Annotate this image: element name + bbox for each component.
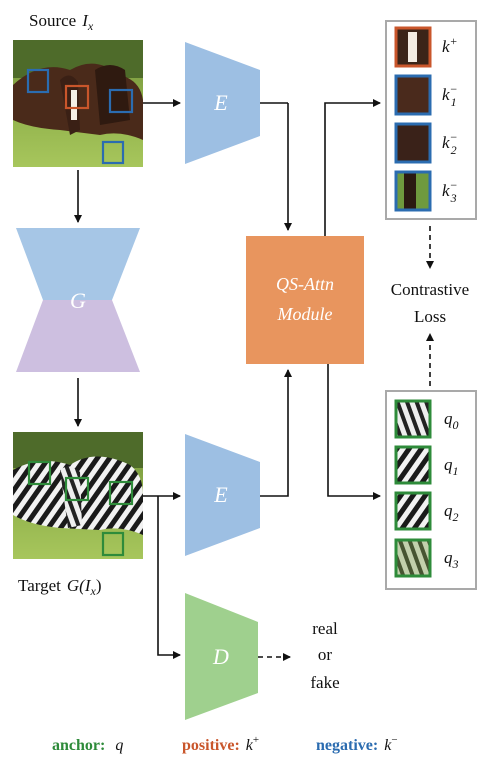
target-anchor-box-2: [64, 476, 90, 502]
qs-attn-line1: QS-Attn: [276, 274, 334, 294]
contrastive-loss-line1: Contrastive: [391, 280, 469, 299]
query-patch-1: [394, 445, 432, 485]
target-anchor-box-3: [108, 480, 134, 506]
source-negative-box-2: [108, 88, 134, 114]
arrow-target-to-discriminator: [157, 496, 181, 659]
generator-bottom: [16, 300, 140, 372]
arrows: [74, 99, 434, 661]
legend-positive: positive:k+: [182, 734, 259, 754]
arrow-encoder-bottom-to-module: [260, 369, 292, 497]
legend-anchor: anchor:q: [52, 737, 123, 754]
qs-attn-line2: Module: [277, 304, 333, 324]
source-negative-box-1: [26, 68, 50, 94]
key-patch-negative-2: [394, 122, 432, 164]
discriminator-label: D: [212, 644, 229, 669]
query-patch-3: [394, 538, 432, 578]
key-label-negative-1: k−1: [442, 82, 458, 109]
query-label-0: q0: [444, 409, 459, 432]
key-label-positive: k+: [442, 34, 458, 56]
key-patch-positive: [394, 26, 432, 68]
qs-attn-module: [246, 236, 364, 364]
arrow-module-to-keys: [324, 99, 381, 236]
generator-top: [16, 228, 140, 300]
encoder-top: [185, 42, 260, 164]
key-label-negative-2: k−2: [442, 130, 458, 157]
contrastive-loss-line2: Loss: [414, 307, 446, 326]
key-label-negative-3: k−3: [442, 178, 458, 205]
query-patch-0: [394, 399, 432, 439]
encoder-top-label: E: [213, 90, 228, 115]
legend: anchor:q positive:k+ negative:k−: [52, 734, 398, 754]
encoder-bottom: [185, 434, 260, 556]
query-label-2: q2: [444, 501, 459, 524]
query-label-3: q3: [444, 548, 459, 571]
source-positive-box: [64, 84, 90, 110]
encoder-bottom-label: E: [213, 482, 228, 507]
query-label-1: q1: [444, 455, 459, 478]
source-negative-box-3: [101, 140, 125, 165]
legend-negative: negative:k−: [316, 734, 398, 754]
generator-label: G: [70, 288, 86, 313]
target-anchor-box-1: [27, 460, 52, 486]
disc-output-line3: fake: [310, 673, 339, 692]
query-patch-2: [394, 491, 432, 531]
arrow-module-to-queries: [327, 364, 381, 500]
key-patch-negative-3: [394, 170, 432, 212]
key-patch-negative-1: [394, 74, 432, 116]
target-anchor-box-4: [101, 531, 125, 557]
disc-output-line2: or: [318, 645, 333, 664]
source-image: [13, 40, 143, 167]
disc-output-line1: real: [312, 619, 338, 638]
discriminator: [185, 593, 258, 720]
